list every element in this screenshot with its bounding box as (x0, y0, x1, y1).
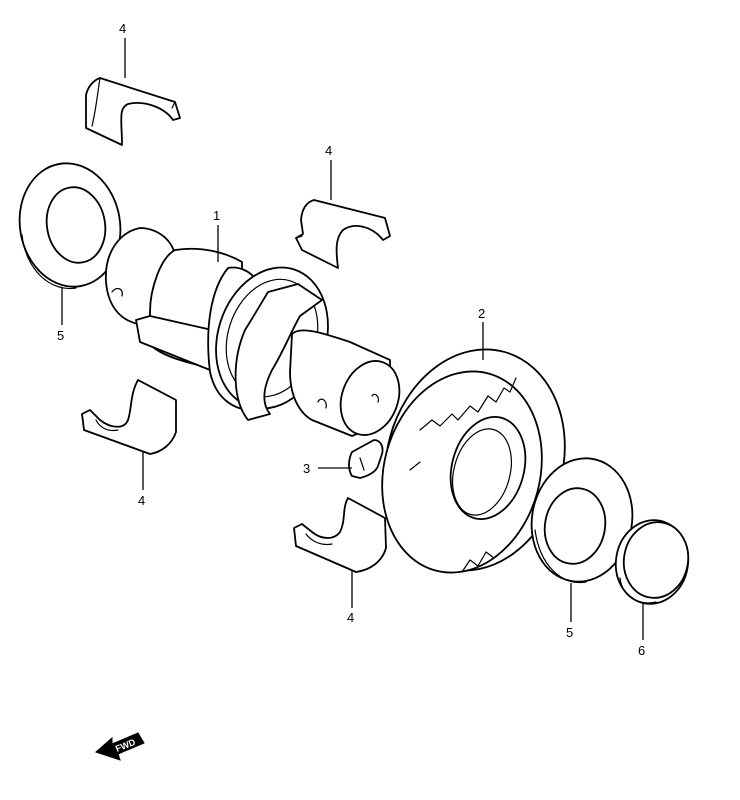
cap (614, 519, 690, 605)
bearing-half-top-left (85, 77, 181, 146)
gear (381, 348, 566, 574)
callout-3: 3 (303, 461, 310, 476)
bearing-half-bottom-left (81, 379, 177, 455)
shaft (105, 227, 401, 437)
thrust-washer-right (530, 457, 634, 584)
bearing-half-top-right (295, 199, 391, 269)
key (348, 439, 384, 479)
bearing-half-bottom-right (293, 497, 387, 573)
callout-4-top-right: 4 (325, 143, 332, 158)
callout-2: 2 (478, 306, 485, 321)
callout-4-bottom-left: 4 (138, 493, 145, 508)
callout-5-right: 5 (566, 625, 573, 640)
callout-4-top-left: 4 (119, 21, 126, 36)
callout-6: 6 (638, 643, 645, 658)
fwd-arrow-icon: FWD (95, 732, 145, 761)
thrust-washer-left (18, 162, 122, 290)
callout-4-bottom-right: 4 (347, 610, 354, 625)
callout-1: 1 (213, 208, 220, 223)
callout-5-left: 5 (57, 328, 64, 343)
